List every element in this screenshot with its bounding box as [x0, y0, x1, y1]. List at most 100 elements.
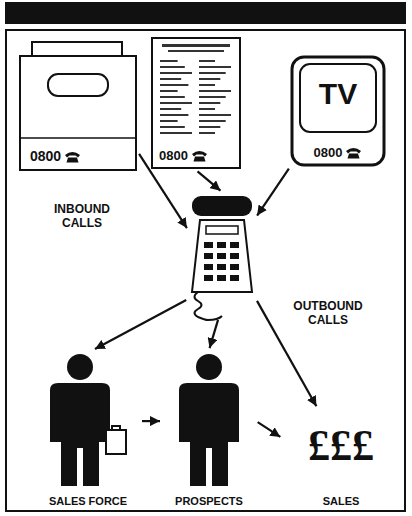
envelope-window: [48, 74, 108, 96]
text-row: £££: [308, 422, 374, 470]
flow-arrow: [142, 420, 160, 422]
phone-glyph-handset: [65, 152, 80, 158]
phone-glyph: [191, 149, 208, 162]
phone-glyph-base: [193, 157, 205, 162]
flow-arrow: [257, 301, 316, 406]
telephone-icon: [188, 192, 256, 318]
phone-glyph-base: [67, 157, 79, 162]
sales-symbol: £££ SALES: [282, 408, 400, 508]
person-head: [196, 354, 222, 380]
flow-arrow: [95, 300, 186, 349]
tv-screen: [300, 64, 376, 132]
print-line: [160, 96, 185, 98]
big-symbol-text: £££: [308, 422, 374, 470]
panel-border: [6, 30, 405, 511]
envelope-divider: [20, 137, 136, 139]
phone-glyph: [345, 146, 362, 159]
flow-arrow: [258, 422, 281, 437]
sales-force-figure: SALES FORCE: [36, 350, 140, 508]
phone-glyph: [64, 150, 81, 163]
node-text: 0800: [30, 149, 61, 164]
text-area: [188, 192, 256, 318]
text-row: 0800: [159, 149, 208, 163]
text-row: TV: [319, 77, 357, 110]
tv-icon: TV 0800: [290, 55, 386, 167]
phone-key: [217, 253, 226, 259]
node-text: 0800: [159, 149, 188, 163]
phone-key: [204, 253, 213, 259]
person-body: [179, 383, 239, 486]
print-line: [160, 114, 188, 116]
phone-glyph-handset: [192, 151, 207, 157]
phone-glyph-handset: [346, 148, 361, 154]
flow-arrow: [210, 320, 218, 348]
briefcase: [106, 430, 126, 454]
briefcase-handle: [112, 426, 120, 430]
node-text: 0800: [314, 146, 343, 160]
phone-glyph-base: [348, 154, 360, 159]
text-area: 0800: [18, 40, 138, 172]
phone-key: [230, 253, 239, 259]
handset: [192, 196, 252, 216]
print-line: [168, 50, 224, 52]
text-area: 0800: [150, 36, 242, 170]
text-row: SALES: [323, 495, 360, 507]
prospects-figure: PROSPECTS: [162, 350, 256, 508]
flow-label: INBOUND CALLS: [44, 203, 120, 231]
print-line: [199, 60, 215, 62]
phone-key: [230, 242, 239, 248]
text-row: 0800: [30, 149, 81, 164]
text-row: 0800: [314, 146, 363, 160]
node-text: PROSPECTS: [175, 495, 243, 507]
print-line: [160, 84, 188, 86]
print-line: [199, 120, 226, 122]
print-line: [160, 132, 192, 134]
press-advert-icon: 0800: [150, 36, 242, 170]
print-line: [160, 102, 192, 104]
phone-key: [230, 275, 239, 281]
print-line: [199, 114, 231, 116]
big-symbol-text: TV: [319, 77, 357, 110]
phone-key: [217, 242, 226, 248]
print-line: [199, 108, 215, 110]
flow-arrow: [198, 171, 221, 190]
print-line: [199, 84, 215, 86]
print-line: [162, 44, 230, 47]
person-head: [67, 354, 93, 380]
print-line: [160, 90, 178, 92]
print-line: [199, 96, 226, 98]
print-line: [160, 126, 185, 128]
print-line: [199, 102, 220, 104]
phone-body: [192, 220, 252, 292]
text-row: SALES FORCE: [49, 495, 127, 507]
node-outline: [36, 350, 140, 508]
node-text: SALES: [323, 495, 360, 507]
phone-key: [217, 275, 226, 281]
flow-label: OUTBOUND CALLS: [286, 300, 370, 328]
text-area: SALES FORCE: [36, 350, 140, 508]
phone-key: [204, 275, 213, 281]
print-line: [199, 72, 226, 74]
phone-key: [217, 264, 226, 270]
print-line: [160, 120, 178, 122]
print-line: [199, 66, 231, 68]
advert-sheet: [152, 38, 240, 168]
print-line: [199, 90, 231, 92]
print-line: [160, 108, 181, 110]
text-area: £££ SALES: [282, 408, 400, 508]
node-outline: [162, 350, 256, 508]
phone-key: [204, 264, 213, 270]
print-line: [160, 60, 178, 62]
print-line: [199, 78, 220, 80]
text-area: PROSPECTS: [162, 350, 256, 508]
node-outline: [188, 192, 256, 318]
tv-cabinet: [292, 57, 384, 165]
phone-key: [204, 242, 213, 248]
print-line: [199, 132, 215, 134]
person-body: [50, 383, 110, 486]
flow-arrow: [257, 169, 289, 216]
phone-display: [206, 226, 238, 234]
phone-key: [230, 264, 239, 270]
top-bar: [5, 2, 406, 24]
